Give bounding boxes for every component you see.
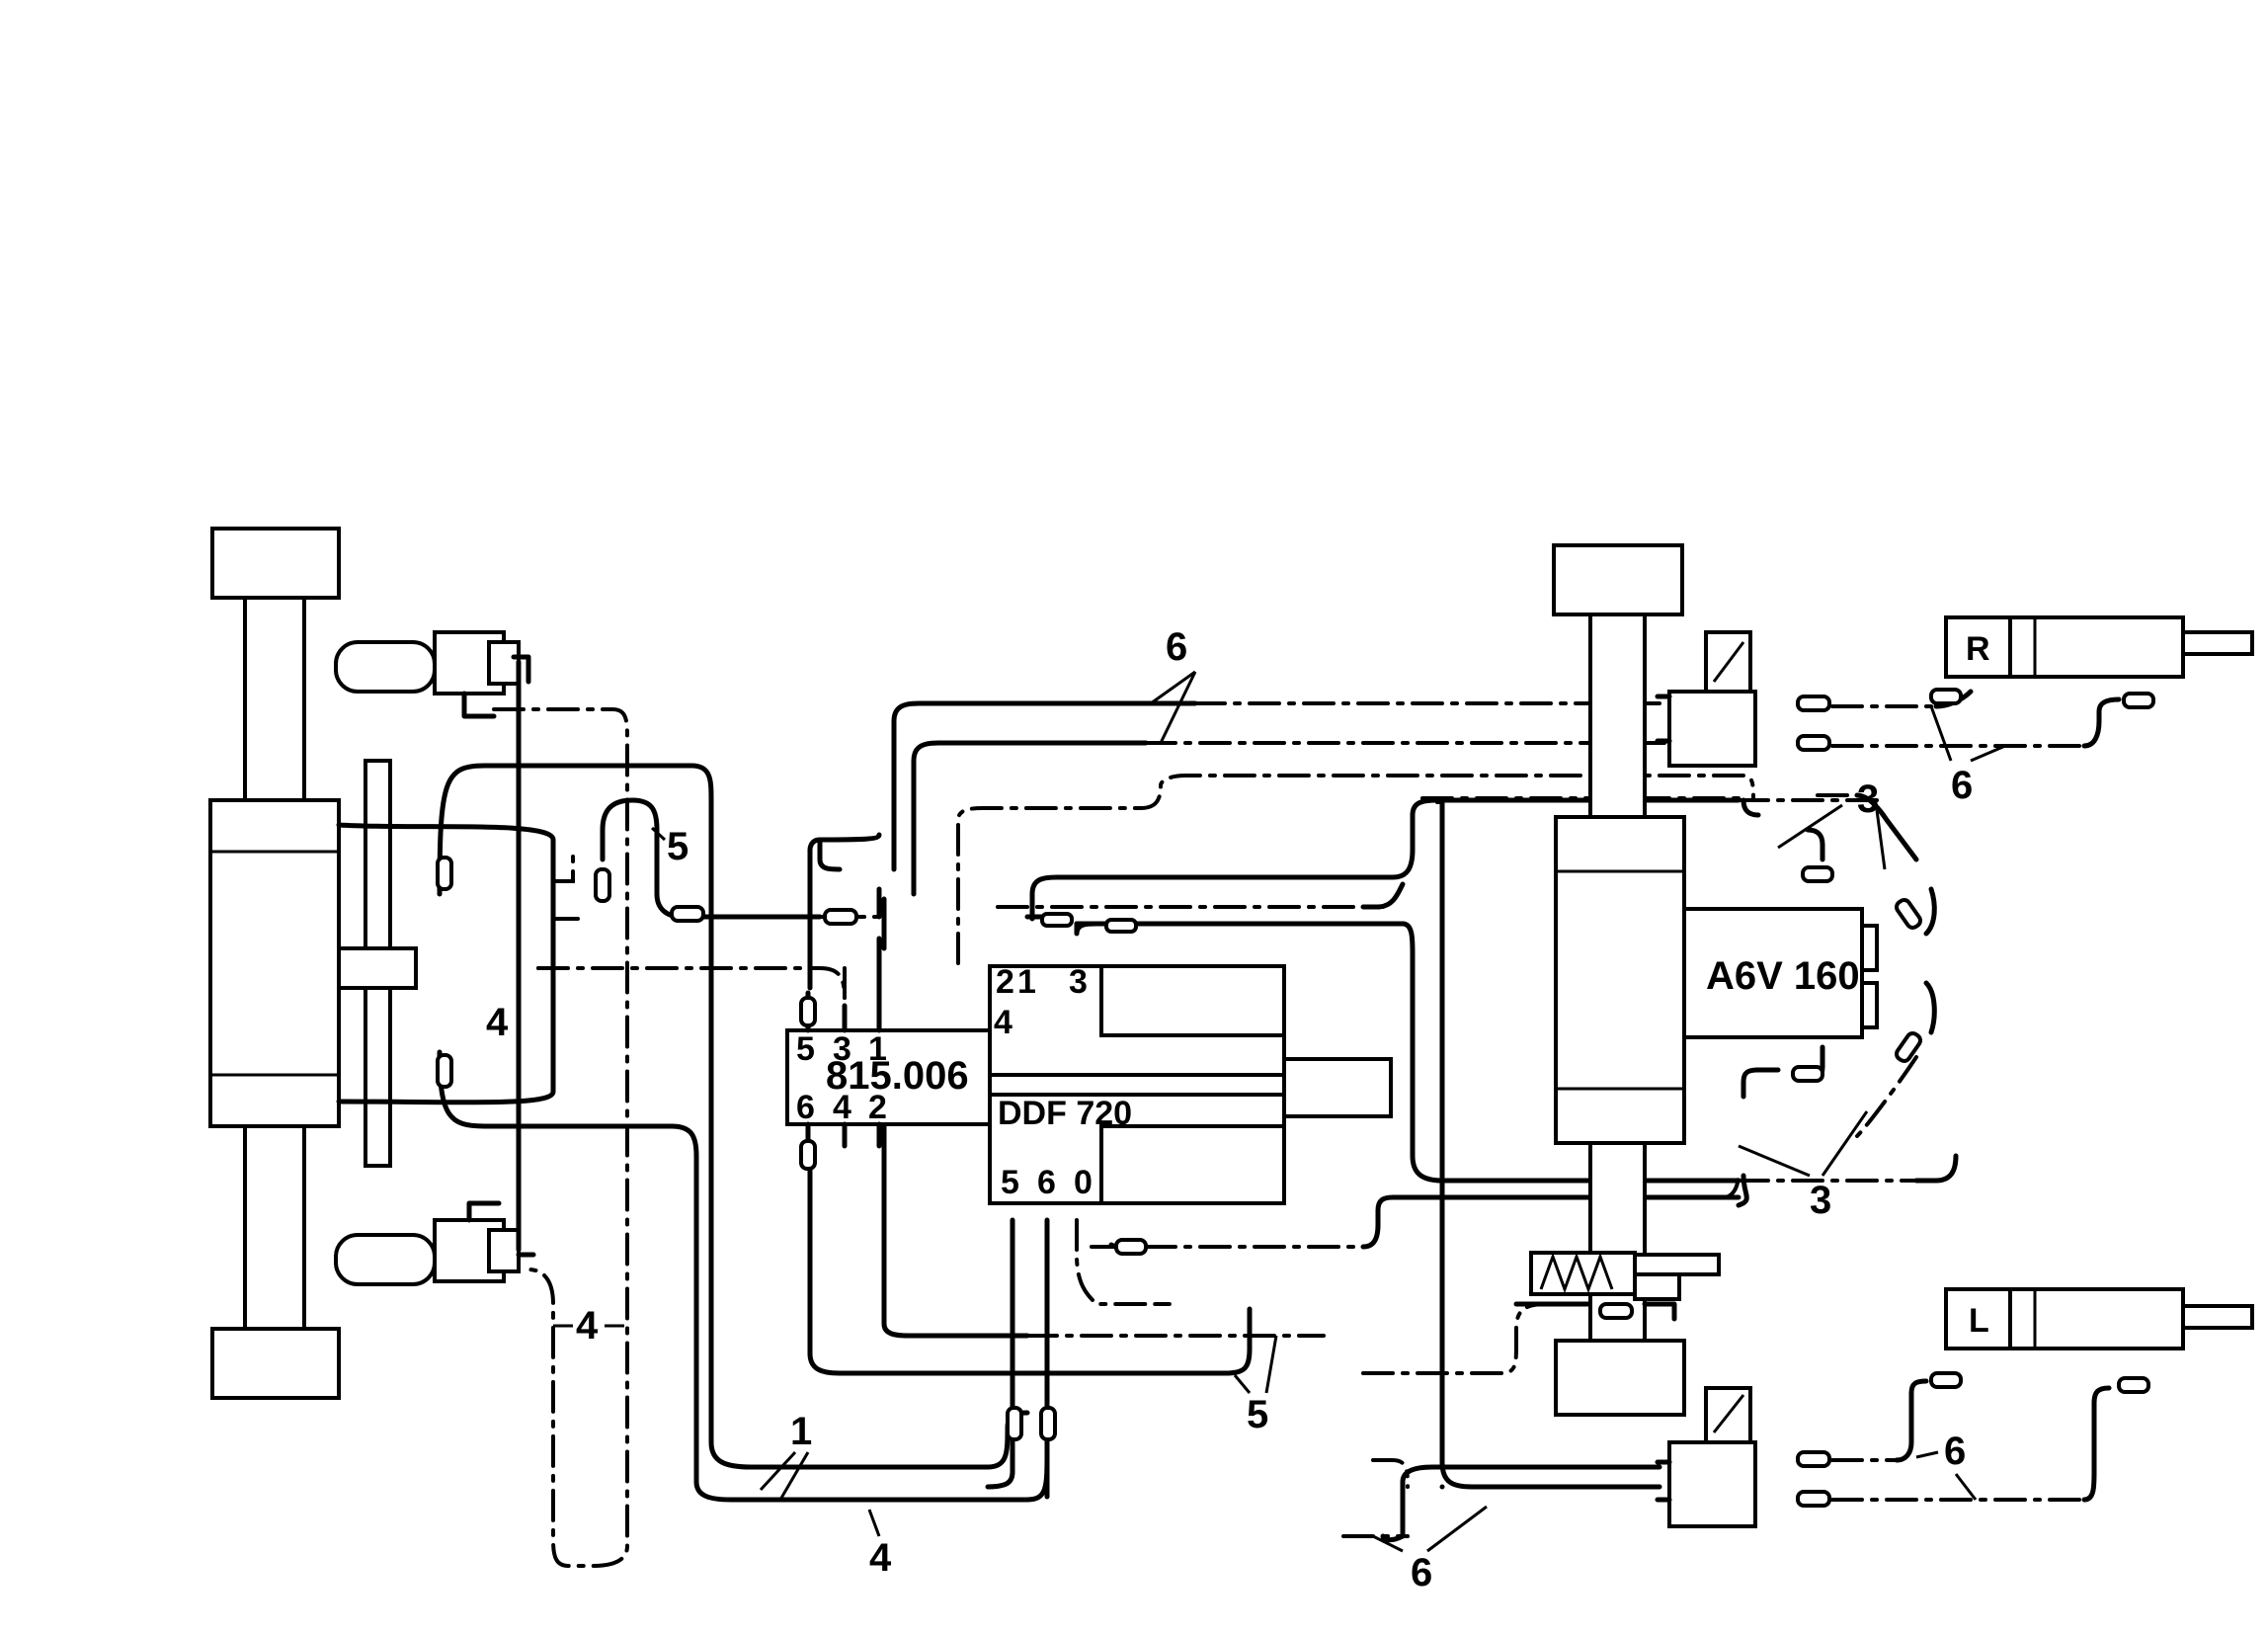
line-label-6-right-top: 6 bbox=[1951, 764, 1973, 807]
pump-label: A6V 160 bbox=[1706, 954, 1860, 998]
solenoid-valve-top bbox=[1655, 630, 1757, 768]
cylinder-l-label: L bbox=[1969, 1302, 1989, 1340]
solenoid-valve-bottom bbox=[1655, 1386, 1757, 1528]
valve-block-port-4: 4 bbox=[833, 1089, 851, 1126]
pump-a6v-160: A6V 160 bbox=[1682, 907, 1879, 1039]
line-label-4-bottom-left: 4 bbox=[576, 1304, 599, 1348]
line-callouts: 6 6 3 3 5 4 4 1 4 5 6 6 bbox=[486, 625, 2006, 1595]
left-steering-cylinder-top bbox=[334, 630, 531, 719]
control-unit-port-3: 3 bbox=[1069, 963, 1088, 1001]
valve-block-label: 815.006 bbox=[826, 1054, 969, 1098]
line-label-4-left: 4 bbox=[486, 1001, 509, 1044]
line-label-5-top: 5 bbox=[667, 825, 688, 868]
line-label-6-top: 6 bbox=[1166, 625, 1187, 669]
line-label-1: 1 bbox=[790, 1410, 812, 1453]
control-unit-port-0: 0 bbox=[1074, 1164, 1093, 1201]
valve-block-port-3: 3 bbox=[833, 1030, 851, 1068]
line-label-5-bottom: 5 bbox=[1247, 1393, 1268, 1436]
line-label-6-right-bottom: 6 bbox=[1944, 1430, 1966, 1473]
control-unit-label: DDF 720 bbox=[998, 1095, 1132, 1132]
line-label-6-bottom: 6 bbox=[1411, 1551, 1432, 1595]
valve-block-port-6: 6 bbox=[796, 1089, 815, 1126]
line-label-4-bottom: 4 bbox=[869, 1536, 892, 1580]
control-unit-port-1: 1 bbox=[1017, 963, 1036, 1001]
left-steering-cylinder-bottom bbox=[334, 1200, 536, 1286]
valve-block-port-2: 2 bbox=[868, 1089, 887, 1126]
control-unit-port-2: 2 bbox=[996, 963, 1014, 1001]
valve-block-port-1: 1 bbox=[868, 1030, 887, 1068]
control-unit-ddf-720: 2 1 3 4 DDF 720 5 6 0 bbox=[988, 914, 1393, 1205]
control-unit-port-4: 4 bbox=[994, 1004, 1012, 1041]
line-label-3-bottom: 3 bbox=[1810, 1179, 1831, 1222]
hose-fittings bbox=[436, 688, 2155, 1508]
cylinder-r: R bbox=[1944, 615, 2254, 679]
line-label-3-top: 3 bbox=[1857, 777, 1879, 821]
control-unit-port-6: 6 bbox=[1037, 1164, 1056, 1201]
cylinder-r-label: R bbox=[1966, 630, 1990, 668]
valve-block-815-006: 5 3 1 815.006 6 4 2 bbox=[785, 936, 992, 1154]
control-unit-port-5: 5 bbox=[1001, 1164, 1019, 1201]
left-axle-assembly bbox=[208, 527, 556, 1400]
cylinder-l: L bbox=[1944, 1287, 2254, 1350]
valve-block-port-5: 5 bbox=[796, 1030, 815, 1068]
